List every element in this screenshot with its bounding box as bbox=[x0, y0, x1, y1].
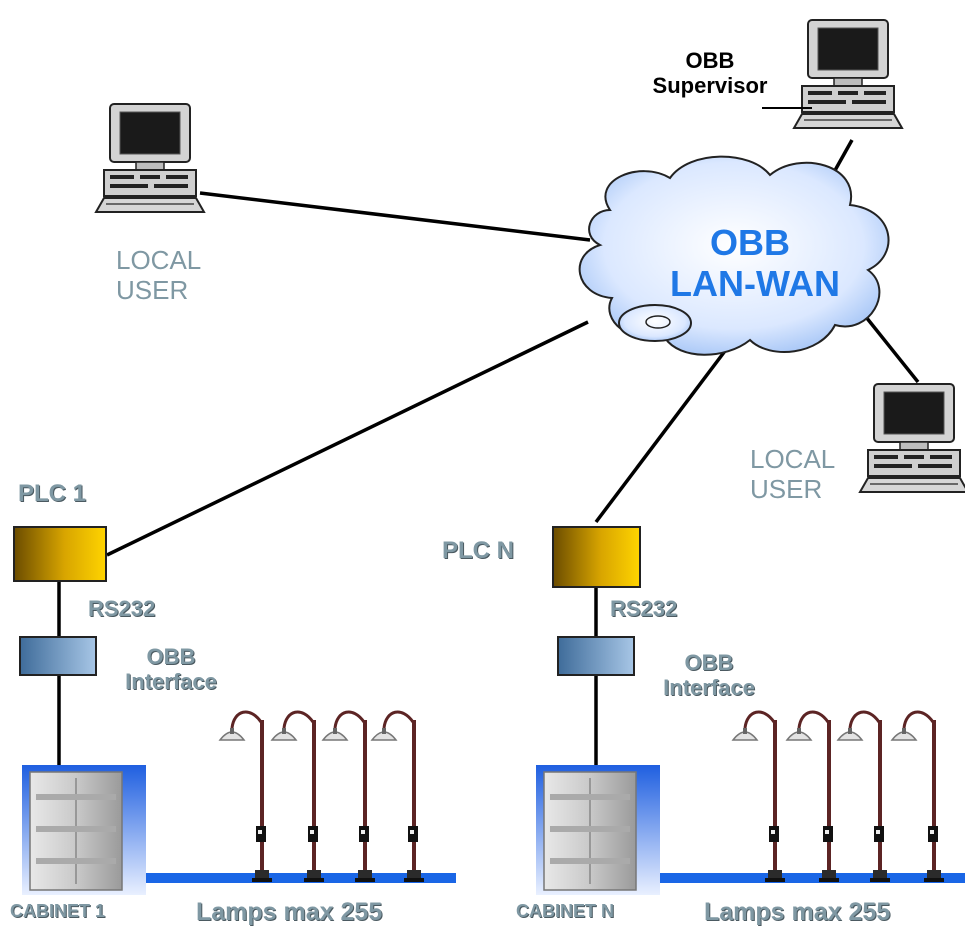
cloud-puff-large bbox=[618, 304, 692, 342]
street-lamp-icon bbox=[731, 710, 787, 884]
cloud-puff-small bbox=[645, 315, 671, 329]
cabinetN-icon bbox=[536, 765, 660, 895]
supervisor-label: OBB Supervisor bbox=[652, 48, 768, 99]
interfaceN-label: OBB Interface bbox=[646, 650, 772, 701]
local-user-left-label: LOCAL USER bbox=[116, 245, 202, 306]
plc1-label: PLC 1 bbox=[18, 480, 87, 507]
local-user-right-label: LOCAL USER bbox=[750, 444, 836, 505]
local-user-left-line1: LOCAL bbox=[116, 245, 202, 275]
local-user-left-line2: USER bbox=[116, 274, 189, 305]
rs232-label-1: RS232 bbox=[88, 596, 156, 621]
cabinet1-label: CABINET 1 bbox=[10, 901, 106, 921]
street-lamp-icon bbox=[836, 710, 892, 884]
interfaceN-box bbox=[557, 636, 635, 676]
lamps1-label: Lamps max 255 bbox=[196, 898, 383, 926]
street-lamp-icon bbox=[370, 710, 426, 884]
interfaceN-label-line1: OBB bbox=[684, 650, 734, 675]
cabinet1-icon bbox=[22, 765, 146, 895]
link-local-user-left bbox=[199, 191, 591, 242]
link-local-user-right bbox=[860, 310, 920, 384]
street-lamp-icon bbox=[218, 710, 274, 884]
street-lamp-icon bbox=[270, 710, 326, 884]
link-plc1 bbox=[106, 320, 589, 557]
interfaceN-label-line2: Interface bbox=[663, 675, 755, 701]
rs232-label-N: RS232 bbox=[610, 596, 678, 621]
supervisor-label-line1: OBB bbox=[685, 48, 735, 73]
interface1-label-line2: Interface bbox=[125, 669, 217, 695]
network-title: OBB LAN-WAN bbox=[670, 222, 840, 305]
interface1-label: OBB Interface bbox=[108, 644, 234, 695]
local-user-right-pc-icon bbox=[859, 383, 965, 493]
lampsN-label: Lamps max 255 bbox=[704, 898, 891, 926]
street-lamp-icon bbox=[321, 710, 377, 884]
local-user-left-pc-icon bbox=[95, 103, 205, 213]
lan-wan-cloud bbox=[578, 155, 890, 356]
network-links bbox=[57, 139, 920, 765]
link-plcN bbox=[594, 345, 730, 524]
interface1-label-line1: OBB bbox=[146, 644, 196, 669]
interface1-box bbox=[19, 636, 97, 676]
local-user-right-line2: USER bbox=[750, 473, 823, 504]
supervisor-label-line2: Supervisor bbox=[652, 73, 768, 99]
street-lamp-icon bbox=[785, 710, 841, 884]
local-user-right-line1: LOCAL bbox=[750, 444, 836, 474]
plcN-label: PLC N bbox=[442, 537, 514, 564]
lamp-bus-1 bbox=[146, 873, 456, 883]
lamp-bus-N bbox=[660, 873, 965, 883]
street-lamp-icon bbox=[890, 710, 946, 884]
network-title-line1: OBB bbox=[710, 222, 790, 263]
plcN-box bbox=[552, 526, 641, 588]
supervisor-pc-icon bbox=[793, 19, 903, 129]
plc1-box bbox=[13, 526, 107, 582]
network-title-line2: LAN-WAN bbox=[670, 263, 840, 305]
cabinetN-label: CABINET N bbox=[516, 901, 614, 921]
